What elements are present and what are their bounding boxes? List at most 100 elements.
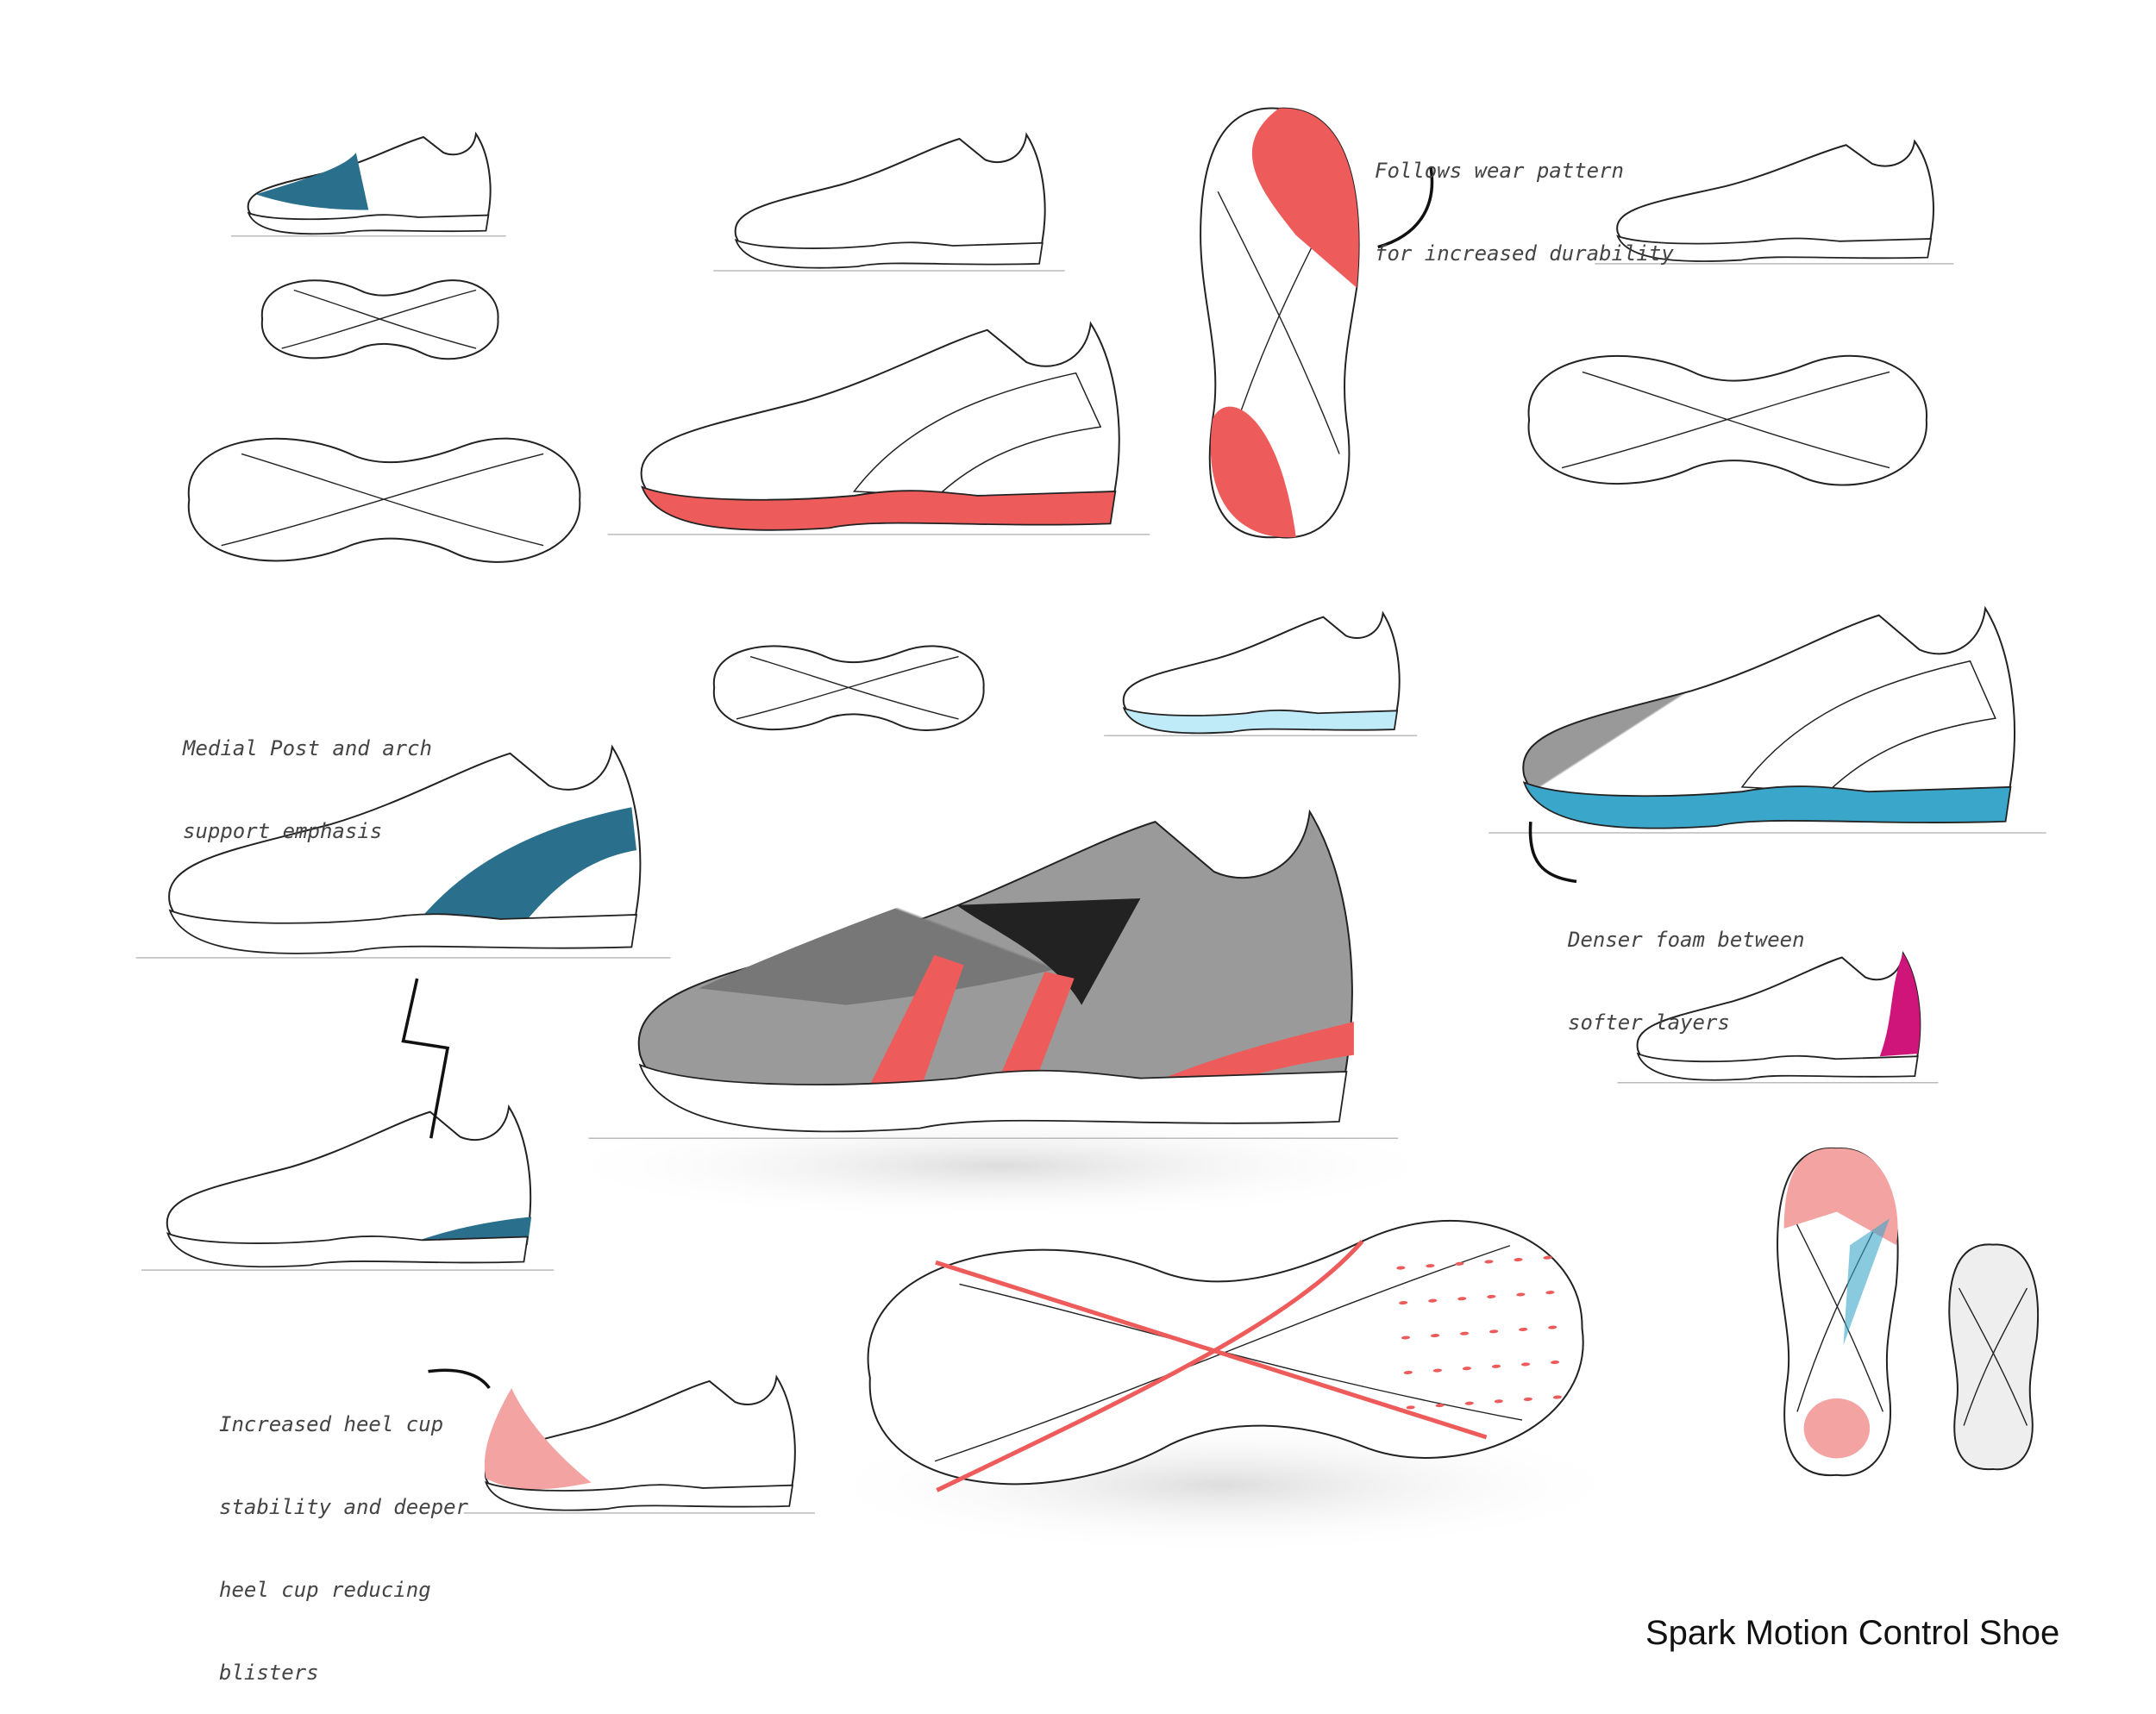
red-stripe — [936, 1225, 1487, 1475]
side-view-light-blue-sole — [1104, 613, 1417, 735]
sole-band — [241, 454, 543, 545]
logo-panel — [956, 898, 1141, 1005]
annotation-line: blisters — [219, 1661, 319, 1685]
midfoot-pad — [1843, 1218, 1890, 1346]
heel-pad — [1210, 406, 1296, 538]
sheet-title: Spark Motion Control Shoe — [1645, 1614, 2060, 1652]
tread-dot — [1552, 1395, 1563, 1399]
annotation-line: Follows wear pattern — [1375, 159, 1624, 183]
tread-dot — [1548, 1325, 1557, 1329]
annotation-line: stability and deeper — [219, 1495, 468, 1519]
side-view-pink-heel-cup — [464, 1377, 815, 1513]
sole-outline — [1777, 1148, 1897, 1475]
annotation-line: heel cup reducing — [219, 1578, 431, 1602]
sole-outline — [1949, 1244, 2038, 1469]
shoe-sole — [1524, 783, 2010, 829]
sole-band — [1218, 191, 1339, 454]
side-view-red-sole — [608, 323, 1150, 535]
tread-dot — [1455, 1261, 1464, 1266]
shoe-sole — [642, 487, 1116, 530]
shoe-sole — [1618, 236, 1931, 261]
tread-dot — [1484, 1260, 1494, 1264]
sole-band — [1562, 372, 1890, 467]
annotation-line: Medial Post and arch — [183, 736, 432, 760]
shoe-sole — [640, 1065, 1346, 1131]
tread-dot — [1435, 1404, 1445, 1408]
leader-medial — [401, 978, 450, 1139]
annotation-line: for increased durability — [1375, 241, 1674, 266]
tread-dot — [1494, 1399, 1503, 1404]
sole-band — [1964, 1288, 2027, 1425]
tread-dot — [1432, 1368, 1442, 1373]
sole-band — [222, 454, 544, 545]
heel-accent — [1879, 953, 1921, 1057]
tread-dot — [1428, 1298, 1438, 1303]
sole-outline — [1529, 356, 1927, 485]
tread-dot — [1396, 1266, 1406, 1270]
tread-dot — [1457, 1297, 1467, 1301]
sole-vertical-gray — [1949, 1244, 2038, 1469]
annotation-line: Denser foam between — [1568, 928, 1805, 952]
tread-dot — [1520, 1362, 1531, 1367]
tread-dot — [1464, 1401, 1474, 1405]
tread-dot — [1426, 1264, 1435, 1268]
annotation-line: support emphasis — [183, 819, 383, 843]
side-view-teal-heel — [141, 1107, 554, 1270]
side-view-plain-2 — [1595, 141, 1953, 264]
sole-vertical-pink-teal — [1777, 1148, 1897, 1475]
side-view-teal-heel-medial — [136, 747, 671, 958]
leader-heel — [428, 1368, 491, 1390]
accent-panel — [255, 153, 369, 210]
tread-dot — [1516, 1292, 1526, 1297]
tread-dot — [1459, 1331, 1470, 1336]
side-view-main-gray — [588, 812, 1398, 1139]
tread-dot — [1514, 1257, 1523, 1262]
annotation-line: softer layers — [1568, 1010, 1730, 1035]
annotation-heel-cup: Increased heel cup stability and deeper … — [219, 1355, 468, 1714]
shoe-sole — [1124, 708, 1397, 733]
annotation-denser-foam: Denser foam between softer layers — [1568, 871, 1805, 1064]
tread-dot — [1487, 1294, 1496, 1298]
leader-foam — [1528, 821, 1577, 884]
shoe-sole — [1638, 1054, 1918, 1080]
heel-pad — [1803, 1398, 1871, 1459]
shoe-sole — [170, 910, 636, 954]
annotation-medial-post: Medial Post and arch support emphasis — [183, 679, 432, 873]
sole-band — [282, 290, 476, 348]
sole-small-2 — [714, 646, 984, 730]
sole-medium-1 — [189, 439, 580, 562]
logo-swoosh — [854, 373, 1100, 496]
side-view-magenta-heel — [1617, 954, 1938, 1083]
sole-band — [1790, 1212, 1883, 1412]
sole-band — [1583, 372, 1890, 467]
tread-dot — [1462, 1367, 1472, 1371]
tread-dot — [1403, 1370, 1413, 1375]
sole-small-1 — [262, 280, 498, 359]
tread-dot — [1550, 1361, 1560, 1365]
sole-medium-2 — [1529, 356, 1927, 485]
annotation-wear-pattern: Follows wear pattern for increased durab… — [1375, 102, 1674, 295]
tread-dot — [1406, 1405, 1415, 1410]
tread-dot — [1430, 1334, 1440, 1338]
sole-large-red-stripes — [861, 1211, 1590, 1497]
side-view-plain-1 — [713, 134, 1064, 271]
sole-vertical-red — [1200, 108, 1359, 537]
shoe-sole — [167, 1234, 527, 1267]
accent-stripes — [868, 954, 1354, 1098]
shoe-sole — [248, 213, 488, 234]
logo-swoosh — [1742, 661, 1996, 791]
accent-panel — [403, 807, 637, 941]
shoe-sole — [486, 1482, 792, 1510]
tread-dot — [1401, 1336, 1411, 1340]
tread-dot — [1519, 1327, 1528, 1332]
tread-dot — [1489, 1329, 1499, 1334]
tread-dot — [1545, 1291, 1555, 1295]
side-view-hatched-teal-sole — [1489, 609, 2046, 833]
side-view-teal-accent — [231, 134, 506, 235]
shadow — [542, 1110, 1459, 1222]
red-stripe — [922, 1242, 1377, 1491]
sketch-sheet — [0, 0, 2156, 1666]
tread-dot — [1491, 1364, 1501, 1368]
tread-dot — [1543, 1255, 1552, 1260]
annotation-line: Increased heel cup — [219, 1412, 444, 1436]
